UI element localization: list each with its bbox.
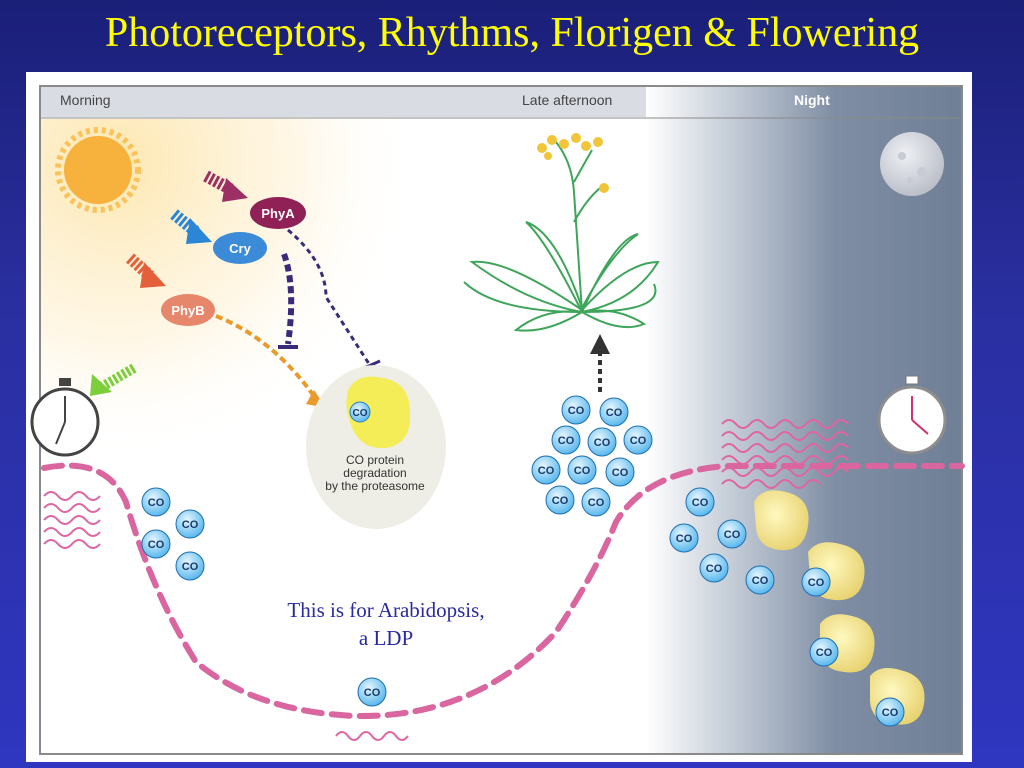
co-label: CO — [676, 533, 693, 545]
night-clock-icon — [877, 375, 947, 455]
co-label: CO — [182, 519, 199, 531]
co-label: CO — [594, 437, 611, 449]
time-label-night: Night — [794, 92, 830, 108]
light-arrow-cry — [170, 209, 212, 244]
phyb-activation-line — [215, 314, 320, 404]
co-label: CO — [882, 707, 899, 719]
co-protein: CO — [801, 567, 831, 597]
co-label: CO — [182, 561, 199, 573]
degradation-line-2: degradation — [343, 466, 407, 480]
co-protein: CO — [531, 455, 561, 485]
co-protein: CO — [141, 487, 171, 517]
co-protein: CO — [623, 425, 653, 455]
co-label: CO — [148, 497, 165, 509]
diagram-panel: PhyA Cry PhyB — [26, 72, 972, 762]
co-rhythm-curve — [41, 462, 965, 720]
morning-clock-icon — [30, 378, 100, 457]
co-protein: CO — [587, 427, 617, 457]
co-label: CO — [588, 497, 605, 509]
co-label: CO — [808, 577, 825, 589]
co-label: CO — [574, 465, 591, 477]
time-label-late-afternoon: Late afternoon — [522, 92, 613, 108]
co-label-degrading: CO — [353, 408, 368, 419]
co-protein: CO — [669, 523, 699, 553]
degradation-line-3: by the proteasome — [325, 479, 425, 493]
slide-title: Photoreceptors, Rhythms, Florigen & Flow… — [104, 10, 920, 56]
co-label: CO — [364, 687, 381, 699]
diagram-canvas: PhyA Cry PhyB — [26, 72, 972, 762]
co-protein: CO — [875, 697, 905, 727]
cry-label: Cry — [229, 241, 251, 256]
co-label: CO — [558, 435, 575, 447]
co-label: CO — [568, 405, 585, 417]
co-label: CO — [724, 529, 741, 541]
co-label: CO — [552, 495, 569, 507]
ldp-note-line-1: This is for Arabidopsis, — [287, 598, 485, 622]
co-protein: CO — [685, 487, 715, 517]
ldp-note-line-2: a LDP — [358, 626, 414, 650]
co-label: CO — [706, 563, 723, 575]
phyb-pill: PhyB — [161, 294, 215, 326]
co-protein: CO — [551, 425, 581, 455]
co-label: CO — [538, 465, 555, 477]
cry-pill: Cry — [213, 232, 267, 264]
co-protein: CO — [561, 395, 591, 425]
co-label: CO — [816, 647, 833, 659]
degradation-caption: CO protein degradation by the proteasome — [290, 454, 460, 493]
phyb-label: PhyB — [171, 303, 204, 318]
co-protein: CO — [581, 487, 611, 517]
co-label: CO — [692, 497, 709, 509]
proteasome-bubble — [306, 365, 446, 529]
co-protein: CO — [175, 509, 205, 539]
co-protein-layer: CO CO CO CO CO CO CO CO CO CO CO CO CO CO CO CO CO CO CO CO… — [141, 395, 905, 727]
co-protein: CO — [605, 457, 635, 487]
time-label-morning: Morning — [60, 92, 111, 108]
co-mrna-waves-morning — [43, 491, 101, 549]
flowering-plant-icon — [463, 133, 660, 332]
co-mrna-waves-trough — [335, 731, 409, 741]
co-protein: CO — [745, 565, 775, 595]
phya-pill: PhyA — [250, 197, 306, 229]
co-protein: CO — [699, 553, 729, 583]
co-protein: CO — [809, 637, 839, 667]
co-label: CO — [630, 435, 647, 447]
co-protein: CO — [357, 677, 387, 707]
degradation-line-1: CO protein — [345, 453, 405, 467]
night-proteasomes — [754, 490, 925, 725]
co-protein: CO — [545, 485, 575, 515]
co-protein: CO — [175, 551, 205, 581]
sun-icon — [55, 127, 141, 213]
co-label: CO — [752, 575, 769, 587]
co-protein: CO — [567, 455, 597, 485]
co-protein: CO — [717, 519, 747, 549]
ldp-note: This is for Arabidopsis, a LDP — [236, 596, 536, 652]
cry-inhibition-line — [281, 252, 295, 345]
co-protein: CO — [599, 397, 629, 427]
co-mrna-waves-evening — [721, 419, 849, 489]
co-protein: CO — [141, 529, 171, 559]
phya-label: PhyA — [261, 206, 295, 221]
light-arrow-phya — [203, 170, 248, 202]
co-label: CO — [612, 467, 629, 479]
light-arrow-phyb — [125, 253, 166, 288]
moon-icon — [880, 132, 944, 196]
co-label: CO — [148, 539, 165, 551]
phya-inhibition-line — [287, 228, 373, 368]
co-label: CO — [606, 407, 623, 419]
